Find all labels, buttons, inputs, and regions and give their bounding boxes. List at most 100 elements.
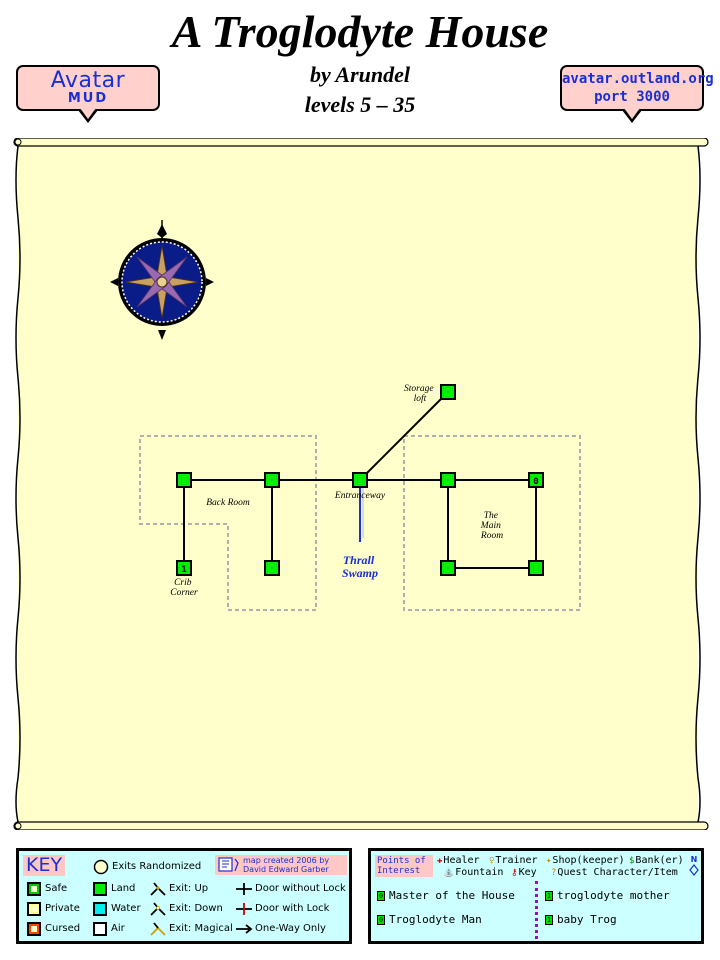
label-main-room-line3: Room (480, 531, 503, 541)
room-crib-corner[interactable] (176, 560, 192, 576)
map-byline: by Arundel levels 5 – 35 (200, 60, 520, 120)
quest-icon: ? (551, 868, 557, 878)
poi-title: Points of Interest (375, 855, 433, 877)
author-logo-icon (218, 857, 239, 872)
water-swatch-icon (93, 902, 107, 916)
room-main-room-nw[interactable] (440, 472, 456, 488)
credit-text: map created 2006 by David Edward Garber (243, 856, 343, 874)
label-storage-loft-line2: loft (414, 393, 427, 404)
safe-label: Safe (45, 883, 68, 894)
poi-legend-fountain: ⛲Fountain (443, 867, 504, 878)
door-without-lock-icon (236, 883, 252, 895)
key-icon: ⚷ (511, 868, 518, 878)
label-main-room-line2: Main (480, 521, 501, 531)
parchment-right-edge (695, 145, 701, 823)
room-main-room-sw[interactable] (440, 560, 456, 576)
private-swatch-icon (27, 902, 41, 916)
room-entranceway[interactable] (352, 472, 368, 488)
map-parchment: 0 1 Storage loft Back Room Entranceway T… (13, 138, 709, 830)
cursed-label: Cursed (45, 923, 81, 934)
credit-line: map created 2006 by David Edward Garber (243, 856, 330, 874)
healer-icon: ✚ (437, 856, 443, 866)
poi-legend-trainer: ♀Trainer (489, 855, 538, 866)
back-room-region (139, 435, 317, 611)
poi-legend-shop: ✦Shop(keeper) (546, 855, 625, 866)
bank-icon: $ (629, 856, 635, 866)
marker-main-room: 0 (533, 477, 538, 487)
cursed-swatch-icon (27, 922, 41, 936)
exit-down-label: Exit: Down (169, 903, 223, 914)
badge-pointer-icon (78, 108, 98, 123)
room-main-room-se[interactable] (528, 560, 544, 576)
label-crib-corner: Crib Corner (170, 578, 198, 598)
label-crib-corner-line1: Crib (174, 578, 192, 588)
water-label: Water (111, 903, 141, 914)
private-label: Private (45, 903, 80, 914)
label-main-room-line1: The (484, 511, 498, 521)
air-swatch-icon (93, 922, 107, 936)
room-storage-loft[interactable] (440, 384, 456, 400)
server-host: avatar.outland.org (562, 71, 714, 87)
mud-type: MUD (67, 91, 109, 106)
door-without-lock-label: Door without Lock (255, 883, 346, 894)
poi-divider (535, 881, 538, 939)
label-storage-loft: Storage loft (404, 384, 436, 404)
room-back-room-se[interactable] (264, 560, 280, 576)
room-back-room-nw[interactable] (176, 472, 192, 488)
server-port: port 3000 (594, 89, 670, 105)
map-key-panel: KEY Exits Randomized map created 2006 by… (16, 848, 352, 944)
svg-text:N: N (691, 855, 698, 864)
rooms: 0 1 (176, 384, 544, 576)
poi-legend-quest: ?Quest Character/Item (551, 867, 678, 878)
exit-up-icon (150, 882, 166, 896)
trainer-icon: ♀ (489, 856, 495, 866)
shop-icon: ✦ (546, 856, 552, 866)
key-title: KEY (23, 855, 66, 876)
poi-legend-healer: ✚Healer (437, 855, 480, 866)
label-main-room: The Main Room (480, 511, 503, 541)
one-way-arrow-icon (236, 924, 253, 934)
room-main-room-ne[interactable] (528, 472, 544, 488)
land-swatch-icon (93, 882, 107, 896)
safe-swatch-icon (27, 882, 41, 896)
land-label: Land (111, 883, 136, 894)
exits-randomized-icon (93, 859, 109, 875)
map-title: A Troglodyte House (171, 6, 549, 57)
fountain-icon: ⛲ (443, 868, 455, 878)
exits-randomized-label: Exits Randomized (112, 861, 202, 872)
label-storage-loft-line1: Storage (404, 384, 434, 394)
label-crib-corner-line2: Corner (170, 588, 198, 598)
door-with-lock-label: Door with Lock (255, 903, 330, 914)
levels-label: levels 5 – 35 (304, 92, 416, 117)
label-back-room: Back Room (206, 498, 250, 508)
label-thrall-swamp-line2: Swamp (342, 566, 378, 580)
poi-legend-bank: $Bank(er) (629, 855, 684, 866)
exit-magical-label: Exit: Magical (169, 923, 233, 934)
parchment-top-roll (13, 138, 709, 147)
north-arrow-icon: N (689, 855, 699, 876)
mud-name: Avatar (50, 68, 126, 93)
label-entranceway: Entranceway (334, 491, 386, 501)
compass-rose-icon (110, 220, 214, 340)
exit-magical-icon (150, 922, 166, 936)
label-thrall-swamp: Thrall Swamp (342, 553, 378, 580)
mud-badge: Avatar MUD (16, 65, 160, 123)
exit-up-label: Exit: Up (169, 883, 209, 894)
door-with-lock-icon (236, 903, 252, 915)
points-of-interest-panel: Points of Interest ✚Healer ♀Trainer ✦Sho… (368, 848, 704, 944)
server-badge: avatar.outland.org port 3000 (560, 65, 714, 123)
room-back-room-ne[interactable] (264, 472, 280, 488)
marker-crib-corner: 1 (181, 565, 186, 575)
author-label: by Arundel (309, 62, 411, 87)
one-way-label: One-Way Only (255, 923, 326, 934)
exit-down-icon (150, 902, 166, 916)
credit-box: map created 2006 by David Edward Garber (215, 855, 347, 875)
parchment-bottom-roll (13, 821, 709, 830)
poi-legend-key: ⚷Key (511, 867, 537, 878)
badge-pointer-icon (622, 108, 642, 123)
parchment-left-edge (15, 145, 21, 823)
